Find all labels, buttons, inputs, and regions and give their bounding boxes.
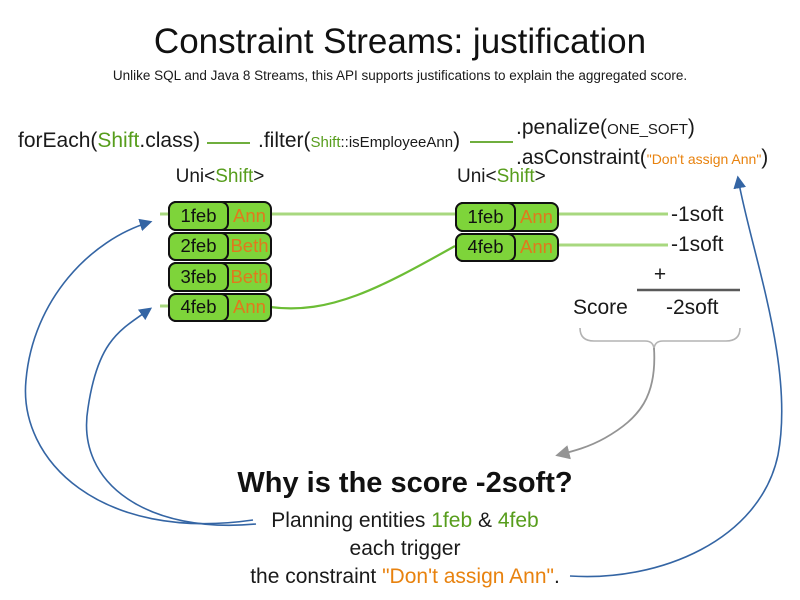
code-filter-post: ) <box>453 129 461 152</box>
shift-employee: Ann <box>520 205 553 227</box>
page-title: Constraint Streams: justification <box>153 22 647 61</box>
left-stream-label: Uni<Shift> <box>148 166 292 188</box>
constraint-name-arrow <box>569 175 783 578</box>
code-asconstraint-arg: "Don't assign Ann" <box>646 151 762 167</box>
entity-4feb-arrow <box>85 307 257 526</box>
code-penalize-post: ) <box>687 116 695 139</box>
right-stream-label-pre: Uni< <box>457 166 497 187</box>
code-filter: .filter(Shift::isEmployeeAnn) <box>258 129 460 153</box>
match-curve-4feb <box>269 245 456 310</box>
code-penalize-pre: .penalize( <box>516 116 608 139</box>
match-score-1: -1soft <box>671 203 724 226</box>
shift-employee: Ann <box>233 296 266 318</box>
code-asconstraint: .asConstraint("Don't assign Ann") <box>516 144 768 173</box>
table-row: 4feb Ann <box>455 232 559 262</box>
shift-employee: Beth <box>230 265 269 287</box>
code-filter-rest: ::isEmployeeAnn <box>340 134 454 151</box>
table-row: 2feb Beth <box>168 231 272 261</box>
explanation-heading: Why is the score -2soft? <box>237 467 573 499</box>
explanation-entity-1feb: 1feb <box>431 509 473 532</box>
code-foreach-type: Shift <box>97 129 140 152</box>
shift-employee: Ann <box>233 204 266 226</box>
right-stream-label-type: Shift <box>496 166 535 187</box>
explanation-line1-sep: & <box>472 509 498 532</box>
shift-date-box: 1feb <box>455 202 516 232</box>
brace-to-why-arrow <box>555 347 656 460</box>
code-foreach-post: .class) <box>139 129 201 152</box>
code-filter-type: Shift <box>310 134 341 151</box>
code-asconstraint-pre: .asConstraint( <box>516 146 647 169</box>
shift-employee: Beth <box>230 235 269 257</box>
code-penalize-block: .penalize(ONE_SOFT) .asConstraint("Don't… <box>516 114 768 173</box>
explanation-line-3: the constraint "Don't assign Ann". <box>5 565 800 589</box>
code-penalize-arg: ONE_SOFT <box>607 121 688 138</box>
shift-date-box: 2feb <box>168 231 229 261</box>
plus-sign: + <box>653 263 667 286</box>
shift-employee: Ann <box>520 236 553 258</box>
table-row: 1feb Ann <box>455 202 559 232</box>
shift-date-box: 1feb <box>168 201 229 231</box>
match-score-2: -1soft <box>671 233 724 256</box>
shift-date-box: 4feb <box>168 292 229 322</box>
explanation-entity-4feb: 4feb <box>497 509 539 532</box>
explanation-line3-pre: the constraint <box>250 565 383 588</box>
right-stream-label: Uni<Shift> <box>457 166 546 188</box>
left-stream-table: 1feb Ann 2feb Beth 3feb Beth 4feb Ann <box>168 201 272 322</box>
table-row: 3feb Beth <box>168 262 272 292</box>
code-penalize: .penalize(ONE_SOFT) <box>516 114 768 144</box>
right-stream-label-post: > <box>534 166 546 187</box>
code-foreach: forEach(Shift.class) <box>18 129 200 153</box>
explanation-line-2: each trigger <box>349 537 461 560</box>
left-stream-label-post: > <box>253 166 265 187</box>
entity-1feb-arrow <box>24 218 254 525</box>
code-foreach-pre: forEach( <box>18 129 98 152</box>
right-stream-table: 1feb Ann 4feb Ann <box>455 202 559 262</box>
page-subtitle: Unlike SQL and Java 8 Streams, this API … <box>112 68 688 83</box>
left-stream-label-pre: Uni< <box>175 166 216 187</box>
score-total: -2soft <box>666 296 719 319</box>
shift-date-box: 3feb <box>168 262 229 292</box>
code-filter-pre: .filter( <box>258 129 311 152</box>
code-asconstraint-post: ) <box>761 146 769 169</box>
explanation-line3-post: . <box>553 565 560 588</box>
table-row: 1feb Ann <box>168 201 272 231</box>
explanation-constraint-name: "Don't assign Ann" <box>382 565 554 588</box>
table-row: 4feb Ann <box>168 292 272 322</box>
explanation-line-1: Planning entities 1feb & 4feb <box>5 509 800 533</box>
score-label: Score <box>573 296 628 319</box>
score-brace <box>579 327 741 351</box>
left-stream-label-type: Shift <box>215 166 254 187</box>
shift-date-box: 4feb <box>455 232 516 262</box>
explanation-line1-pre: Planning entities <box>271 509 432 532</box>
